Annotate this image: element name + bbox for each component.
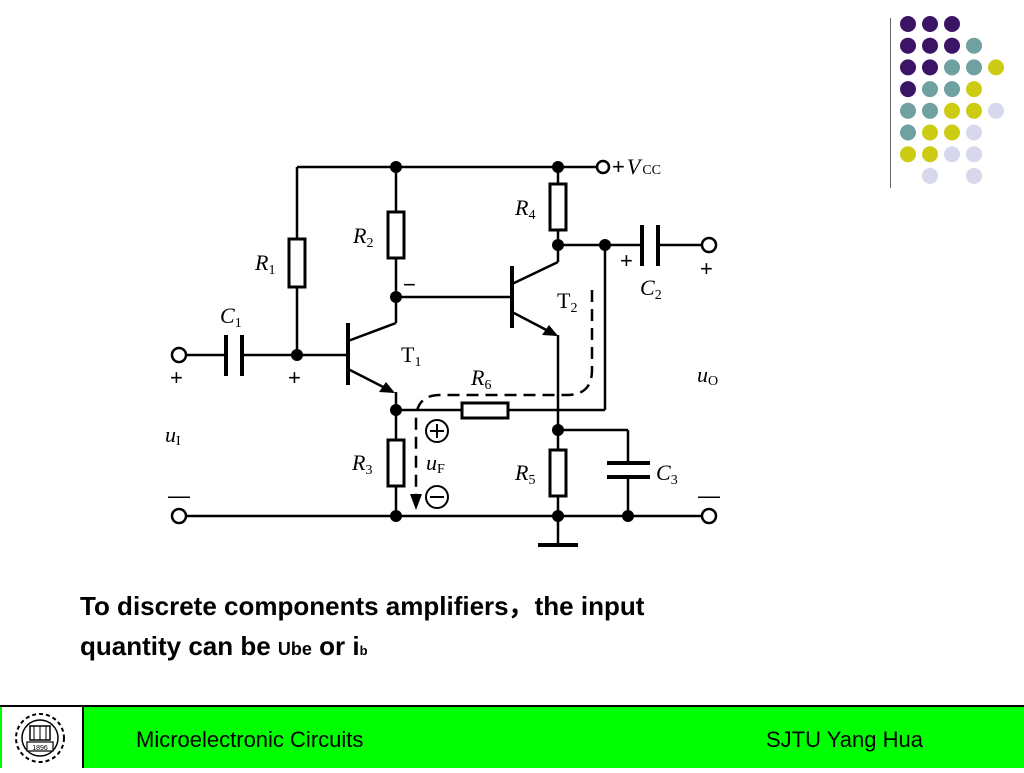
decorative-dot	[988, 59, 1004, 76]
label-r1: R1	[254, 250, 275, 278]
resistor-r5	[548, 448, 568, 498]
decorative-dot	[966, 59, 982, 76]
resistor-r6	[460, 401, 510, 420]
label-r3: R3	[351, 450, 372, 478]
decorative-dot	[922, 102, 938, 119]
decorative-dot	[966, 146, 982, 163]
ib-subscript: b	[359, 643, 368, 658]
label-r5: R5	[514, 460, 535, 488]
output-terminal-minus	[700, 507, 718, 525]
decorative-dot	[944, 16, 960, 32]
label-r6: R6	[470, 365, 491, 393]
label-t1: T1	[401, 342, 421, 370]
feedback-loop-dashed	[414, 290, 594, 500]
slide-footer: 1896 Microelectronic Circuits SJTU Yang …	[0, 705, 1024, 768]
label-r4: R4	[514, 195, 535, 223]
feedback-polarity-signs	[425, 419, 449, 509]
junction-dots	[291, 161, 634, 522]
decorative-dot	[944, 102, 960, 119]
decorative-divider-line	[890, 18, 891, 188]
decorative-dot	[900, 81, 916, 98]
label-r2: R2	[352, 223, 373, 251]
decorative-dot	[922, 124, 938, 141]
decorative-dot	[966, 37, 982, 54]
terminals	[170, 159, 718, 525]
label-uf: uF	[426, 450, 445, 477]
author-name: SJTU Yang Hua	[766, 727, 923, 752]
sjtu-logo: 1896	[2, 707, 84, 768]
t2-emitter-arrow	[542, 325, 558, 336]
label-t2: T2	[557, 288, 577, 316]
decorative-dot	[988, 102, 1004, 119]
decorative-dot	[944, 81, 960, 98]
input-minus-sign: —	[168, 483, 190, 508]
decorative-dot	[944, 59, 960, 76]
capacitor-plates	[224, 225, 660, 479]
input-terminal-plus	[170, 346, 188, 364]
decorative-dot	[900, 37, 916, 54]
label-c3: C3	[656, 460, 678, 488]
decorative-dot	[900, 59, 916, 76]
label-c2: C2	[640, 275, 662, 303]
decorative-dot	[922, 81, 938, 98]
decorative-dot	[900, 146, 916, 163]
decorative-dot	[944, 146, 960, 163]
c2-plus-sign: +	[620, 248, 633, 273]
output-minus-sign: —	[698, 483, 720, 508]
decorative-dot	[922, 59, 938, 76]
course-title: Microelectronic Circuits	[136, 727, 364, 752]
decorative-dot	[900, 124, 916, 141]
decorative-dot	[922, 146, 938, 163]
resistor-bodies	[287, 182, 568, 498]
label-c1: C1	[220, 303, 242, 331]
resistor-r1	[287, 237, 307, 289]
decorative-dot	[966, 81, 982, 98]
label-uo: uO	[697, 362, 718, 389]
caption-line-2: quantity can be Ube or ib	[80, 631, 368, 661]
label-ui: uI	[165, 422, 181, 449]
decorative-dot	[944, 124, 960, 141]
decorative-dot	[966, 102, 982, 119]
svg-text:1896: 1896	[32, 745, 48, 752]
base-plus-sign: +	[288, 365, 301, 390]
output-plus-sign: +	[700, 256, 713, 281]
decorative-dot	[922, 37, 938, 54]
decorative-dot	[966, 124, 982, 141]
decorative-dot	[966, 167, 982, 184]
input-plus-sign: +	[170, 365, 183, 390]
decorative-dot	[944, 37, 960, 54]
t1-collector-minus-sign: −	[403, 272, 416, 297]
resistor-r4	[548, 182, 568, 232]
feedback-arrow-head	[410, 494, 422, 510]
sjtu-logo-emblem: 1896	[15, 713, 65, 763]
resistor-r3	[386, 438, 406, 488]
vcc-terminal	[595, 159, 611, 175]
output-terminal-plus	[700, 236, 718, 254]
decorative-dot	[900, 102, 916, 119]
caption-line-1: To discrete components amplifiers，the in…	[80, 591, 645, 621]
slide-caption: To discrete components amplifiers，the in…	[80, 586, 940, 671]
decorative-dot	[922, 16, 938, 32]
resistor-r2	[386, 210, 406, 260]
decorative-dot-grid	[900, 16, 1004, 184]
input-terminal-minus	[170, 507, 188, 525]
ube-term: Ube	[277, 639, 312, 659]
t1-emitter-arrow	[379, 382, 395, 393]
decorative-dot	[900, 16, 916, 32]
decorative-dot	[922, 167, 938, 184]
